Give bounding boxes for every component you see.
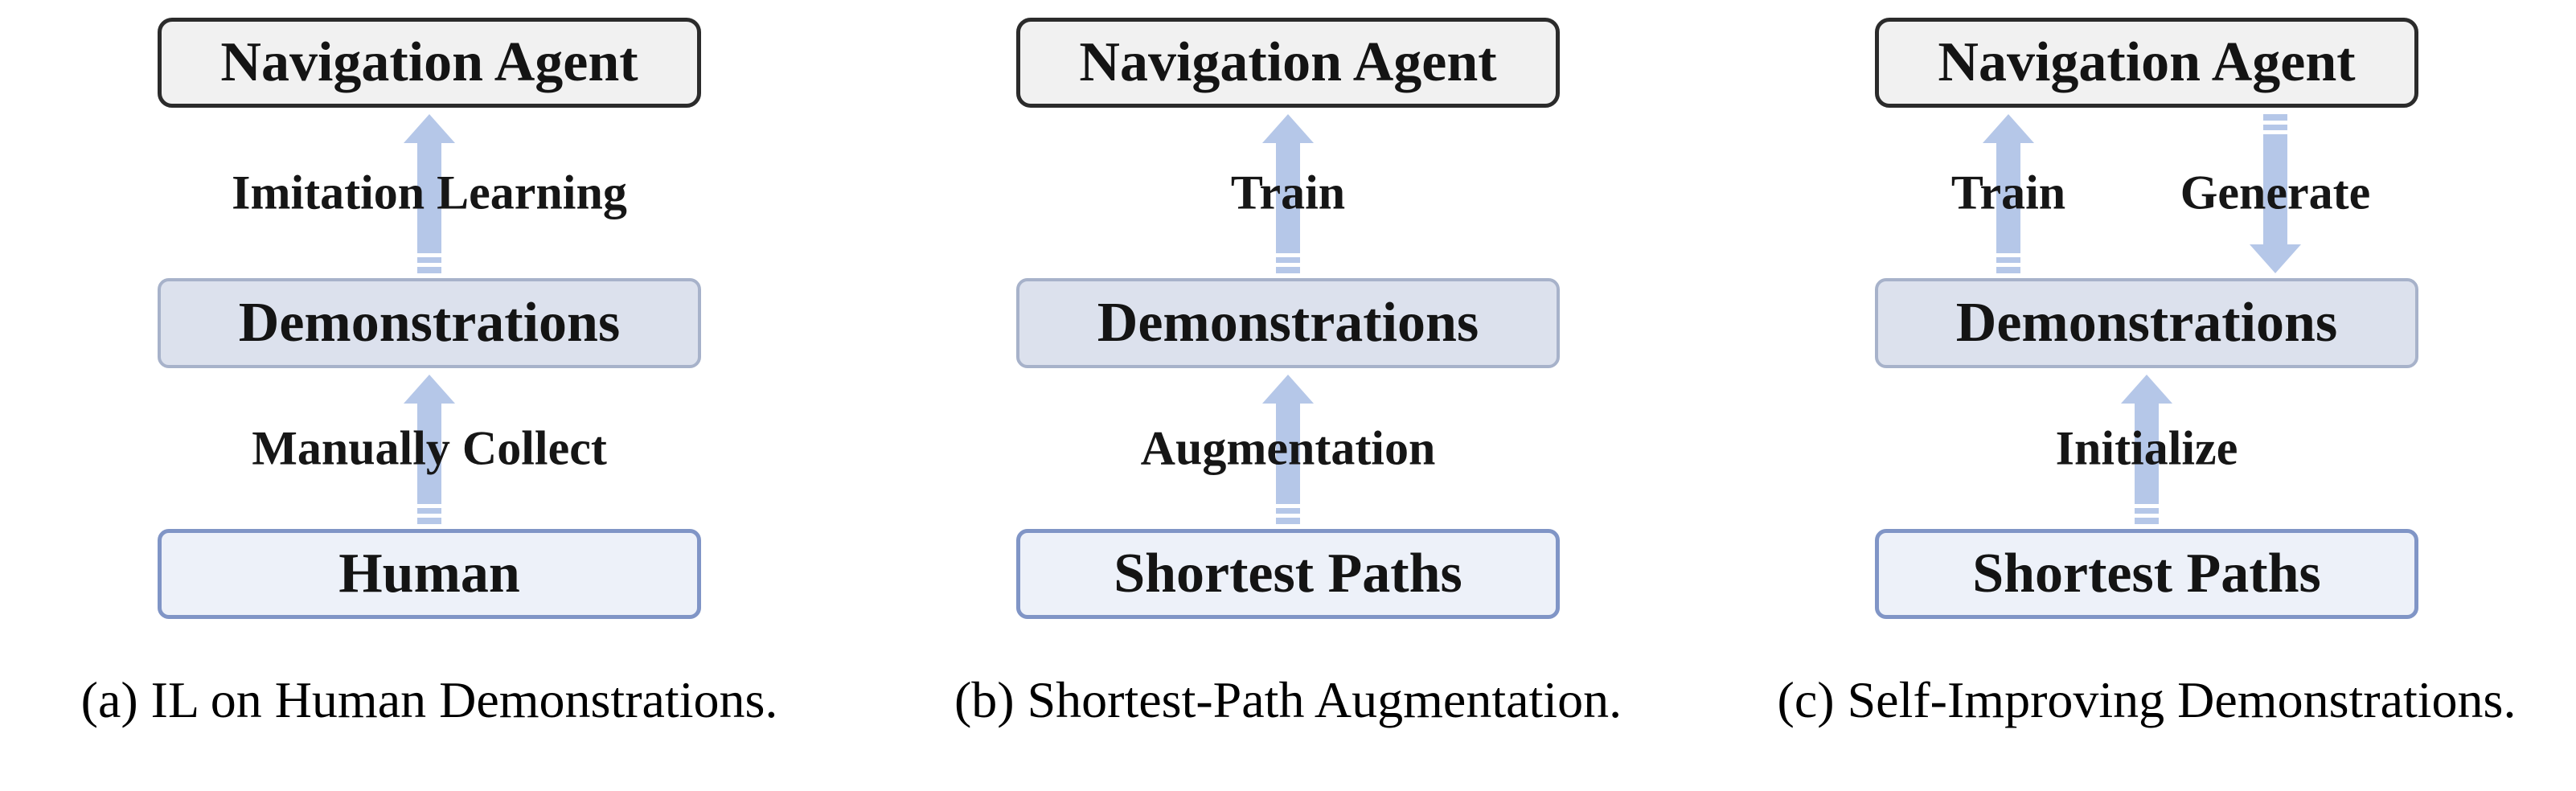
human-box: Human	[158, 529, 701, 619]
demonstrations-box: Demonstrations	[1875, 278, 2418, 368]
arrow-shaft	[417, 143, 441, 273]
arrow-shaft	[2263, 114, 2287, 244]
arrow-head-icon	[1262, 114, 1314, 143]
train-arrow-group: Train	[1951, 108, 2065, 278]
human-label: Human	[338, 543, 520, 605]
imitation-learning-label: Imitation Learning	[232, 166, 627, 219]
panel-b-shortest-path-augmentation: Navigation Agent Train Demonstrations Au…	[859, 0, 1717, 791]
arrow-shaft	[417, 404, 441, 524]
navigation-agent-label: Navigation Agent	[1938, 31, 2356, 93]
train-label: Train	[1950, 166, 2066, 219]
train-arrow-zone: Train	[859, 108, 1717, 278]
demonstrations-box: Demonstrations	[158, 278, 701, 368]
initialize-arrow-zone: Initialize	[1717, 368, 2576, 529]
arrow-head-icon	[404, 114, 455, 143]
arrow-head-icon	[1262, 375, 1314, 404]
initialize-label: Initialize	[2055, 421, 2238, 475]
navigation-agent-label: Navigation Agent	[220, 31, 638, 93]
arrow-head-icon	[404, 375, 455, 404]
navigation-agent-box: Navigation Agent	[158, 18, 701, 108]
arrow-head-icon	[1983, 114, 2034, 143]
arrow-head-icon	[2121, 375, 2172, 404]
train-arrow	[1983, 114, 2034, 273]
train-generate-arrow-zone: Train Generate	[1717, 108, 2576, 278]
manually-collect-arrow-zone: Manually Collect	[0, 368, 859, 529]
panel-c-self-improving-demonstrations: Navigation Agent Train Generate Demonstr…	[1717, 0, 2576, 791]
shortest-paths-label: Shortest Paths	[1114, 543, 1462, 605]
manually-collect-label: Manually Collect	[252, 421, 607, 475]
navigation-agent-label: Navigation Agent	[1079, 31, 1497, 93]
shortest-paths-label: Shortest Paths	[1972, 543, 2321, 605]
demonstrations-label: Demonstrations	[1955, 292, 2338, 354]
arrow-shaft	[2135, 404, 2159, 524]
augmentation-arrow-zone: Augmentation	[859, 368, 1717, 529]
arrow-head-icon	[2250, 244, 2301, 273]
arrow-shaft	[1996, 143, 2020, 273]
arrow-shaft	[1276, 143, 1300, 273]
imitation-learning-arrow-zone: Imitation Learning	[0, 108, 859, 278]
augmentation-label: Augmentation	[1140, 421, 1436, 475]
arrow-shaft	[1276, 404, 1300, 524]
augmentation-arrow	[1262, 375, 1314, 524]
navigation-agent-box: Navigation Agent	[1016, 18, 1560, 108]
caption-c: (c) Self-Improving Demonstrations.	[1777, 671, 2517, 728]
generate-arrow	[2250, 114, 2301, 273]
demonstrations-label: Demonstrations	[238, 292, 621, 354]
panel-a-il-on-human-demonstrations: Navigation Agent Imitation Learning Demo…	[0, 0, 859, 791]
imitation-learning-arrow	[404, 114, 455, 273]
caption-a: (a) IL on Human Demonstrations.	[80, 671, 778, 728]
caption-b: (b) Shortest-Path Augmentation.	[954, 671, 1622, 728]
train-label: Train	[1230, 166, 1346, 219]
shortest-paths-box: Shortest Paths	[1875, 529, 2418, 619]
generate-label: Generate	[2180, 166, 2371, 219]
demonstrations-label: Demonstrations	[1097, 292, 1479, 354]
generate-arrow-group: Generate	[2180, 108, 2370, 278]
navigation-agent-box: Navigation Agent	[1875, 18, 2418, 108]
train-arrow	[1262, 114, 1314, 273]
demonstrations-box: Demonstrations	[1016, 278, 1560, 368]
manually-collect-arrow	[404, 375, 455, 524]
shortest-paths-box: Shortest Paths	[1016, 529, 1560, 619]
initialize-arrow	[2121, 375, 2172, 524]
